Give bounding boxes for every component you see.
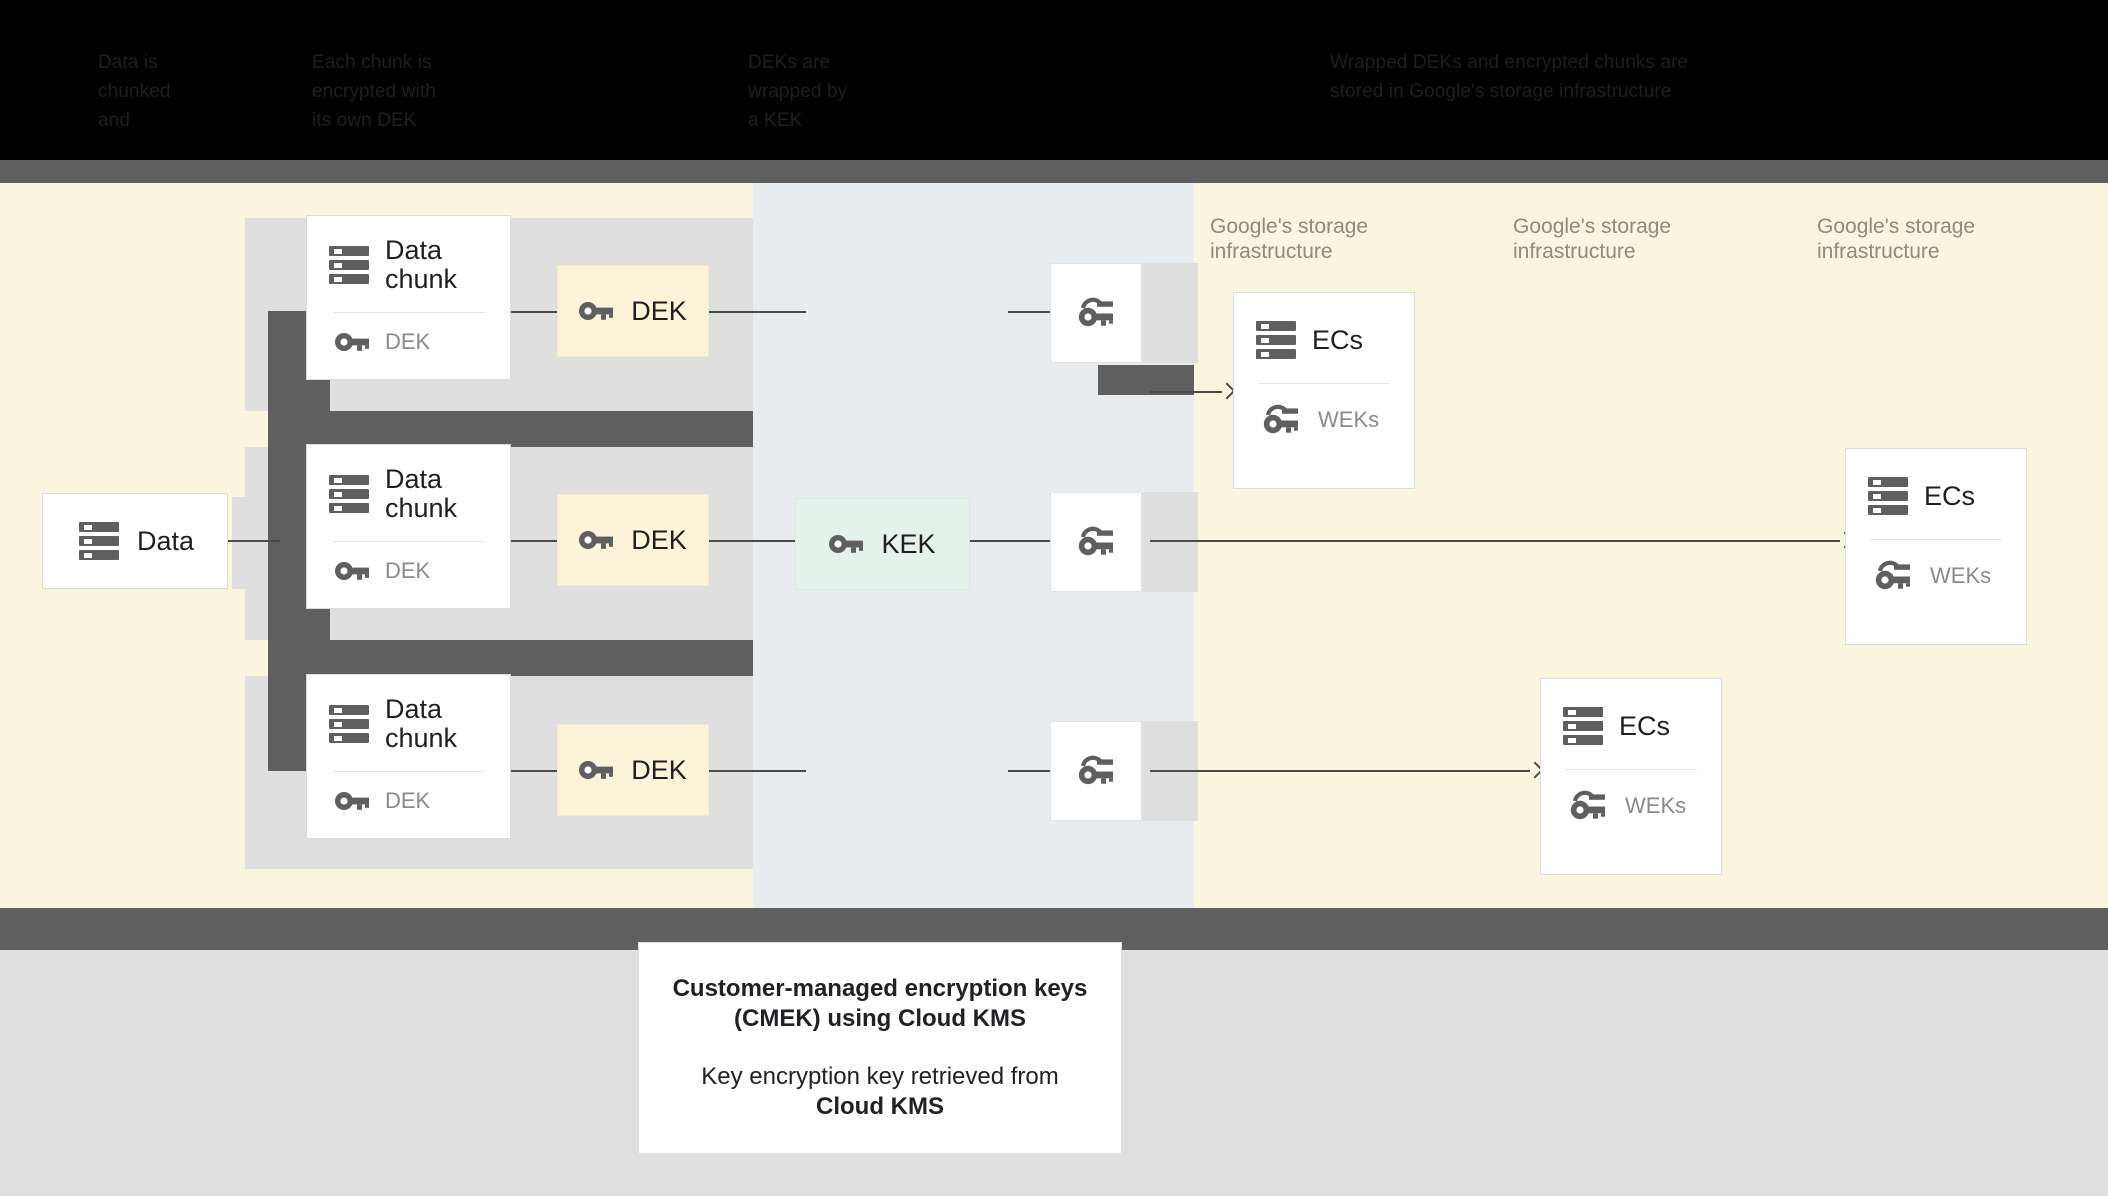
server-icon xyxy=(1256,319,1296,361)
line-wek1-to-ecs1 xyxy=(1150,391,1222,393)
wrapped-key-icon xyxy=(1872,560,1914,592)
header-rail xyxy=(0,160,2108,183)
wrapped-key-icon xyxy=(1075,297,1117,329)
line-chunk2-to-dek2 xyxy=(510,540,558,542)
data-source-card[interactable]: Data xyxy=(42,493,228,589)
ecs-title-3: ECs xyxy=(1619,710,1671,741)
key-icon xyxy=(335,790,369,812)
chunk-title-1: Data chunk xyxy=(385,235,458,294)
card-divider xyxy=(1258,383,1390,384)
server-icon xyxy=(1868,475,1908,517)
chunk-key-label-3: DEK xyxy=(385,788,431,813)
wrapped-key-icon xyxy=(1075,755,1117,787)
fanout-stub-2 xyxy=(268,640,753,676)
chunk-key-label-1: DEK xyxy=(385,329,431,354)
line-wek2-to-ecs2 xyxy=(1150,540,1840,542)
data-source-label: Data xyxy=(137,525,195,556)
key-icon xyxy=(829,533,864,555)
card-divider xyxy=(332,771,485,772)
ecs-title-1: ECs xyxy=(1312,324,1364,355)
storage-caption-3: Google's storage infrastructure xyxy=(1817,215,1976,263)
server-icon xyxy=(329,244,369,286)
caption-note-line2: Cloud KMS xyxy=(816,1093,944,1120)
wrapped-key-tile-2[interactable] xyxy=(1050,492,1142,592)
caption-title-line2: (CMEK) using Cloud KMS xyxy=(734,1005,1026,1032)
dek-box-1[interactable]: DEK xyxy=(557,265,709,357)
dek-label-3: DEK xyxy=(631,754,687,785)
ecs-card-2[interactable]: ECs WEKs xyxy=(1845,448,2027,645)
caption-note-line1: Key encryption key retrieved from xyxy=(701,1063,1059,1090)
key-icon xyxy=(579,300,614,322)
line-kek-to-wek1 xyxy=(1008,311,1052,313)
card-divider xyxy=(332,312,485,313)
storage-arrow-block xyxy=(1098,365,1194,395)
line-kek-to-wek2 xyxy=(968,540,1052,542)
line-kek-to-wek3 xyxy=(1008,770,1052,772)
chunk-title-2: Data chunk xyxy=(385,464,458,523)
chunk-card-3[interactable]: Data chunk DEK xyxy=(306,674,511,839)
server-icon xyxy=(1563,705,1603,747)
key-icon xyxy=(335,331,369,353)
ecs-key-label-2: WEKs xyxy=(1930,563,1992,588)
kek-label: KEK xyxy=(881,528,936,559)
wrapped-key-icon xyxy=(1567,790,1609,822)
line-chunk1-to-dek1 xyxy=(510,311,558,313)
key-icon xyxy=(579,529,614,551)
caption-title-line1: Customer-managed encryption keys xyxy=(672,975,1088,1002)
kek-box[interactable]: KEK xyxy=(795,498,970,590)
wrapped-key-icon xyxy=(1075,526,1117,558)
wrapped-key-tile-3[interactable] xyxy=(1050,721,1142,821)
topband-text-3: DEKs are wrapped by a KEK xyxy=(748,52,848,131)
ecs-key-label-1: WEKs xyxy=(1318,407,1380,432)
card-divider xyxy=(1870,539,2002,540)
ecs-key-label-3: WEKs xyxy=(1625,793,1687,818)
dek-label-2: DEK xyxy=(631,524,687,555)
line-dek1-to-kek xyxy=(708,311,806,313)
key-icon xyxy=(579,759,614,781)
line-dek2-to-kek xyxy=(708,540,796,542)
line-wek3-to-ecs3 xyxy=(1150,770,1530,772)
chunk-card-2[interactable]: Data chunk DEK xyxy=(306,444,511,609)
wrapped-key-tile-1[interactable] xyxy=(1050,263,1142,363)
topband-text-4: Wrapped DEKs and encrypted chunks are st… xyxy=(1330,52,1689,102)
line-chunk3-to-dek3 xyxy=(510,770,558,772)
top-dark-band: Data is chunked and Each chunk is encryp… xyxy=(0,0,2108,160)
caption-card: Customer-managed encryption keys (CMEK) … xyxy=(638,942,1122,1154)
server-icon xyxy=(329,703,369,745)
wrapped-key-icon xyxy=(1260,404,1302,436)
dek-label-1: DEK xyxy=(631,295,687,326)
dek-box-2[interactable]: DEK xyxy=(557,494,709,586)
storage-caption-1: Google's storage infrastructure xyxy=(1210,215,1369,263)
card-divider xyxy=(1565,769,1697,770)
server-icon xyxy=(329,473,369,515)
fanout-stub-1 xyxy=(268,411,753,447)
chunk-title-3: Data chunk xyxy=(385,694,458,753)
chunk-card-1[interactable]: Data chunk DEK xyxy=(306,215,511,380)
chunk-key-label-2: DEK xyxy=(385,558,431,583)
ecs-card-3[interactable]: ECs WEKs xyxy=(1540,678,1722,875)
topband-text-1: Data is chunked and xyxy=(98,52,171,131)
ecs-title-2: ECs xyxy=(1924,480,1976,511)
topband-text-2: Each chunk is encrypted with its own DEK xyxy=(312,52,436,131)
dek-box-3[interactable]: DEK xyxy=(557,724,709,816)
line-dek3-to-kek xyxy=(708,770,806,772)
ecs-card-1[interactable]: ECs WEKs xyxy=(1233,292,1415,489)
line-source-to-fanout xyxy=(228,540,280,542)
storage-caption-2: Google's storage infrastructure xyxy=(1513,215,1672,263)
key-icon xyxy=(335,560,369,582)
card-divider xyxy=(332,541,485,542)
server-icon xyxy=(79,520,119,562)
